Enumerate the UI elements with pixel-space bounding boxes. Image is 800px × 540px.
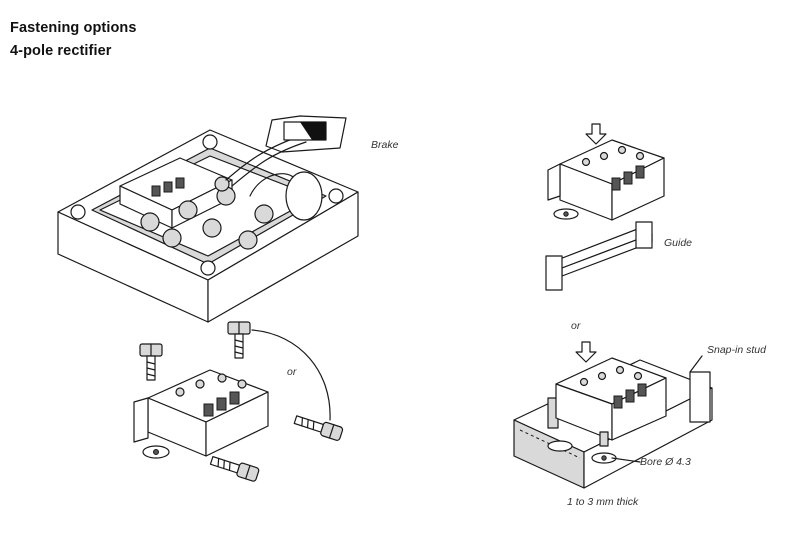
or-label-right: or bbox=[571, 320, 581, 332]
bore-label: Bore Ø 4.3 bbox=[640, 456, 691, 468]
rectifier-snap-in-stud-illustration bbox=[513, 341, 713, 489]
page-title: Fastening options bbox=[10, 20, 137, 36]
page-subtitle: 4-pole rectifier bbox=[10, 43, 112, 59]
terminal-box-illustration bbox=[57, 115, 359, 323]
brake-label: Brake bbox=[371, 139, 399, 151]
guide-label: Guide bbox=[664, 237, 693, 249]
or-label-left: or bbox=[287, 366, 297, 378]
snap-in-stud-label: Snap-in stud bbox=[707, 344, 766, 356]
thickness-label: 1 to 3 mm thick bbox=[567, 496, 639, 508]
rectifier-guide-mount-illustration bbox=[545, 123, 665, 291]
rectifier-screw-mount-illustration bbox=[133, 321, 344, 482]
